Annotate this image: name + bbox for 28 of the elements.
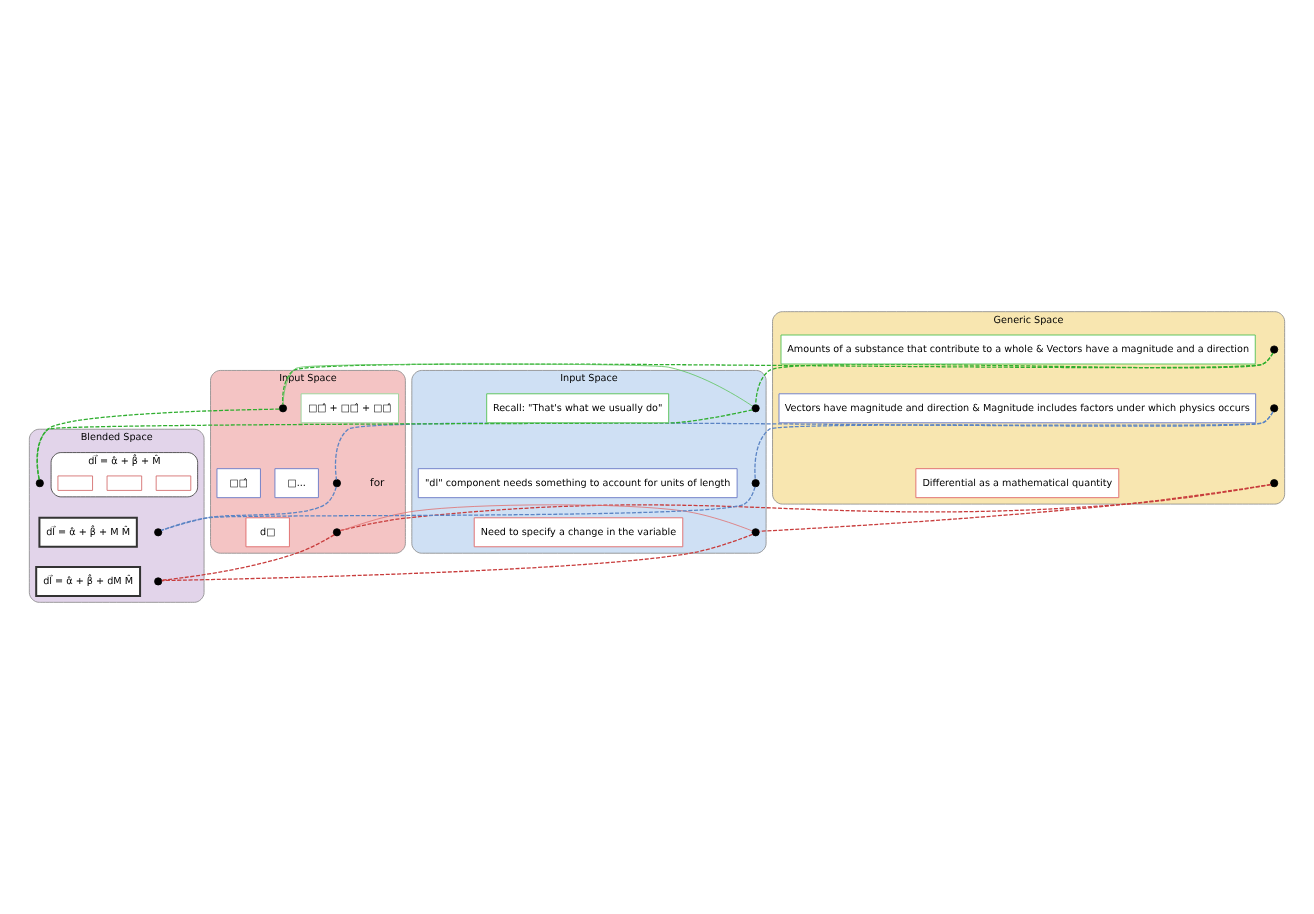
connector: [339, 483, 1272, 532]
connector: [758, 483, 1272, 532]
node-box: [57, 475, 93, 491]
node-circle: [1270, 345, 1279, 354]
node-circle: [332, 479, 341, 488]
node-circle: [751, 479, 760, 488]
node-circle: [154, 528, 163, 537]
connector: [161, 533, 754, 582]
node-circle: [35, 479, 44, 488]
node-circle: [154, 577, 163, 586]
connector: [161, 534, 335, 581]
node-box: [155, 475, 192, 491]
node-circle: [751, 404, 760, 413]
connector: [755, 352, 1274, 406]
node-circle: [1270, 479, 1279, 488]
connector: [282, 363, 753, 407]
node-circle: [751, 528, 760, 537]
connector: [334, 411, 1274, 481]
node-box: [106, 475, 143, 491]
connector: [340, 504, 753, 532]
connector: [36, 409, 753, 481]
connector: [36, 408, 280, 481]
node-circle: [1270, 404, 1279, 413]
node-circle: [278, 404, 287, 413]
connector: [160, 486, 756, 531]
node-circle: [332, 528, 341, 537]
connector: [160, 486, 337, 531]
connector: [754, 411, 1274, 480]
